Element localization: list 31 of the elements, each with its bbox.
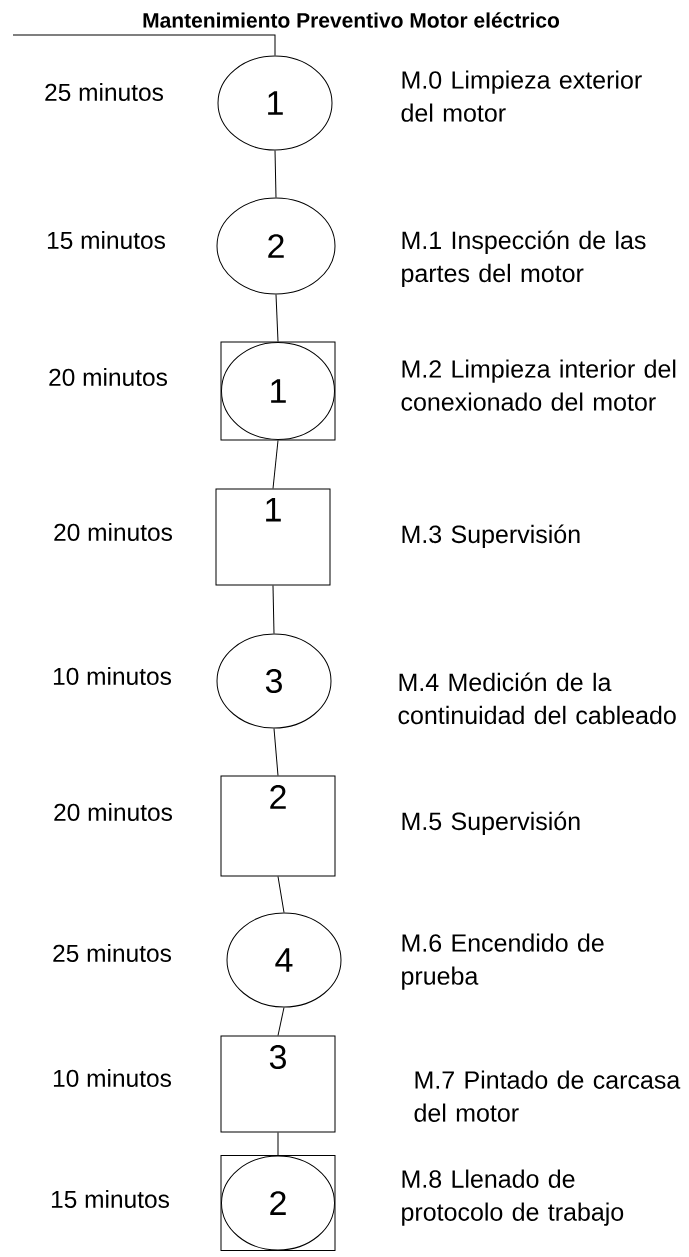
step-description: M.6 Encendido de prueba [402,933,604,990]
duration-label: 20 minutos [54,803,172,821]
connector-line [277,876,285,913]
duration-label: 25 minutos [45,83,163,101]
connector-line [275,294,279,342]
connector-line [273,728,279,776]
step-description: M.5 Supervisión [402,811,580,836]
duration-label: 25 minutos [53,944,171,962]
inspection-square: 3 [220,1035,336,1133]
step-description: M.8 Llenado de protocolo de trabajo [402,1169,624,1226]
duration-label: 15 minutos [47,231,165,249]
connector-line [274,150,277,198]
connector-line [277,1007,285,1036]
connector-line [272,440,279,489]
duration-label: 10 minutos [53,1069,171,1087]
step-description: M.3 Supervisión [402,524,580,549]
step-description: M.4 Medición de la continuidad del cableado [398,672,676,725]
duration-label: 15 minutos [51,1190,169,1208]
connector-line [272,585,275,634]
connector-line [12,34,276,56]
duration-label: 10 minutos [53,667,171,685]
inspection-square: 2 [220,775,336,877]
step-description: M.0 Limpieza exterior del motor [401,70,642,122]
inspection-square: 1 [215,488,331,586]
step-description: M.1 Inspección de las partes del motor [402,230,646,288]
connector-line [277,1132,279,1156]
step-description: M.2 Limpieza interior del conexionado del motor [401,359,676,411]
duration-label: 20 minutos [49,368,167,386]
duration-label: 20 minutos [54,523,172,541]
title: Mantenimiento Preventivo Motor eléctrico [143,12,560,28]
step-description: M.7 Pintado de carcasa del motor [414,1070,681,1122]
